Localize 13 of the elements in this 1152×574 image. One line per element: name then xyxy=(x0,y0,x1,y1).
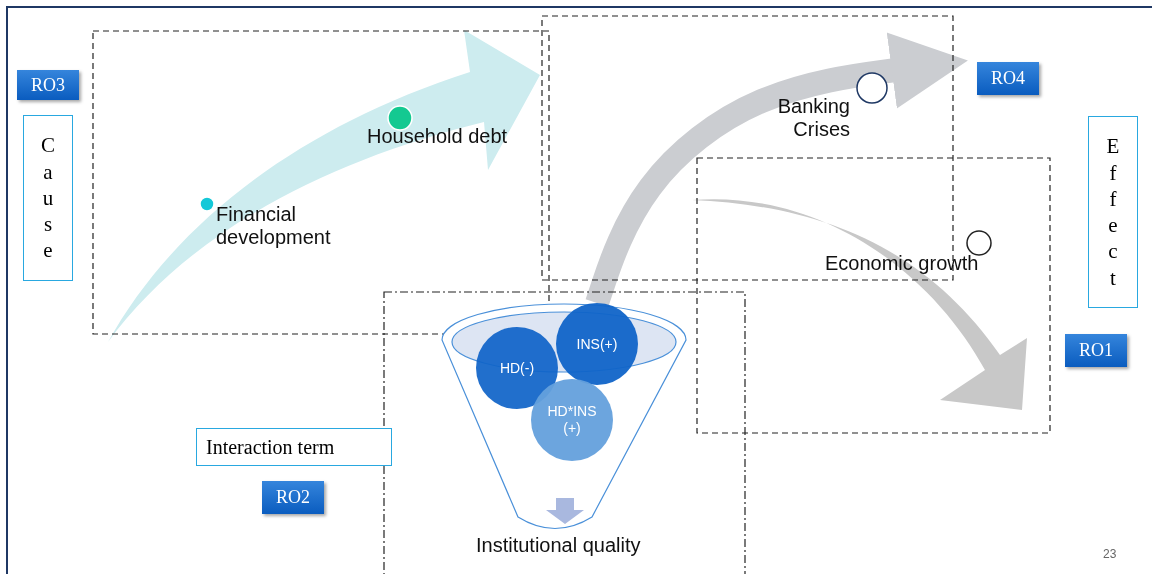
objective-tag: RO1 xyxy=(1065,334,1127,367)
label-box: Interaction term xyxy=(196,428,392,466)
caption-text: Institutional quality xyxy=(476,534,641,557)
variable-label: Banking Crises xyxy=(776,95,850,141)
variable-label: Financial development xyxy=(216,203,332,249)
variable-label: Economic growth xyxy=(825,252,979,275)
variable-label: Household debt xyxy=(367,125,508,148)
objective-tag: RO4 xyxy=(977,62,1039,95)
vertical-label-box: Cause xyxy=(23,115,73,281)
objective-tag: RO2 xyxy=(262,481,324,514)
vertical-label-box: Effect xyxy=(1088,116,1138,308)
objective-tag: RO3 xyxy=(17,70,79,100)
page-number: 23 xyxy=(1103,548,1117,562)
